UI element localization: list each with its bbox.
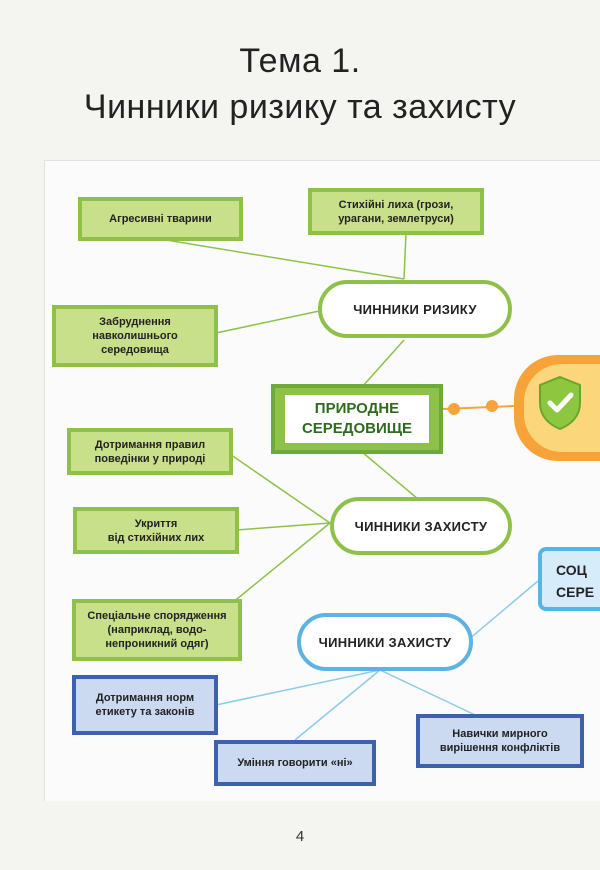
risk-aggressive-animals: Агресивні тварини xyxy=(78,197,243,241)
natural-environment-box: ПРИРОДНЕ СЕРЕДОВИЩЕ xyxy=(271,384,443,454)
protect-shelter-text: Укриття від стихійних лих xyxy=(107,517,205,544)
protect-special-gear: Спеціальне спорядження (наприклад, водо-… xyxy=(72,599,242,661)
risk-pollution-text: Забруднення навколишнього середовища xyxy=(92,316,178,356)
line-center-protect xyxy=(361,451,419,500)
protect-say-no-text: Уміння говорити «ні» xyxy=(237,757,353,769)
shield-check-icon xyxy=(539,375,581,431)
risk-factors-hub: ЧИННИКИ РИЗИКУ xyxy=(318,280,512,338)
line-risk-pollution xyxy=(215,309,325,334)
protect-nature-rules-text: Дотримання правил поведінки у природі xyxy=(94,438,206,465)
line-conflict xyxy=(379,669,491,723)
line-risk-center xyxy=(361,339,405,388)
risk-aggressive-animals-text: Агресивні тварини xyxy=(109,213,212,225)
protect-shelter: Укриття від стихійних лих xyxy=(73,507,239,554)
protect-conflict-resolution: Навички мирного вирішення конфліктів xyxy=(416,714,584,768)
line-say-no xyxy=(294,669,381,741)
risk-natural-disasters-text: Стихійні лиха (грози, урагани, землетрус… xyxy=(338,198,454,225)
social-environment-box-partial: СОЦ СЕРЕ xyxy=(538,547,600,611)
line-risk-disasters xyxy=(403,232,407,280)
protect-etiquette-laws-text: Дотримання норм етикету та законів xyxy=(95,692,195,718)
line-protect-gear xyxy=(231,522,331,604)
orange-dot-2 xyxy=(486,400,498,412)
line-social xyxy=(467,580,539,641)
protection-factors-hub-1: ЧИННИКИ ЗАХИСТУ xyxy=(330,497,512,555)
orange-dot-1 xyxy=(448,403,460,415)
risk-pollution: Забруднення навколишнього середовища xyxy=(52,305,218,367)
line-protect-shelter xyxy=(235,522,331,531)
protection-factors-hub-2: ЧИННИКИ ЗАХИСТУ xyxy=(297,613,473,671)
line-risk-animals xyxy=(159,238,405,280)
protect-nature-rules: Дотримання правил поведінки у природі xyxy=(67,428,233,475)
line-etiquette xyxy=(215,669,381,706)
page-title: Тема 1. Чинники ризику та захисту xyxy=(0,38,600,130)
protect-conflict-resolution-text: Навички мирного вирішення конфліктів xyxy=(439,728,561,754)
risk-natural-disasters: Стихійні лиха (грози, урагани, землетрус… xyxy=(308,188,484,235)
protect-say-no: Уміння говорити «ні» xyxy=(214,740,376,786)
protect-special-gear-text: Спеціальне спорядження (наприклад, водо-… xyxy=(87,610,227,650)
title-line-1: Тема 1. xyxy=(239,42,361,80)
title-line-2: Чинники ризику та захисту xyxy=(83,88,517,126)
line-protect-rules xyxy=(223,449,331,524)
protect-etiquette-laws: Дотримання норм етикету та законів xyxy=(72,675,218,735)
natural-environment-label: ПРИРОДНЕ СЕРЕДОВИЩЕ xyxy=(285,395,429,443)
shield-badge xyxy=(514,355,600,461)
page-number: 4 xyxy=(295,828,305,845)
